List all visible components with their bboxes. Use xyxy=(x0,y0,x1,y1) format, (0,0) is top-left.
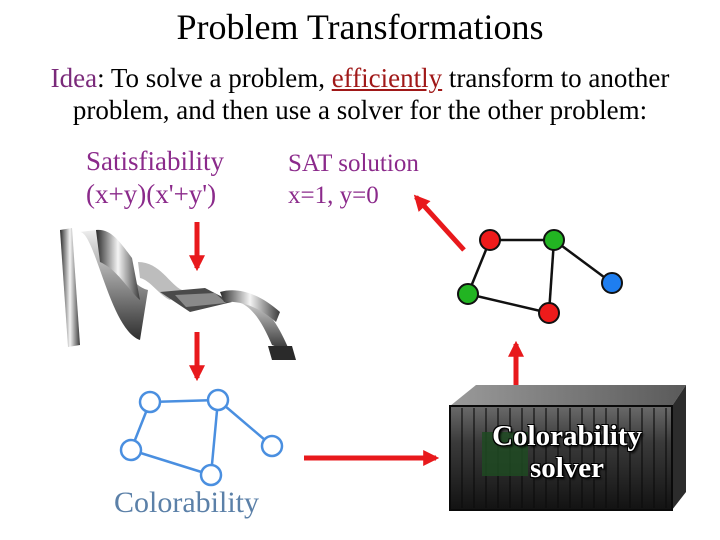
graph-node xyxy=(138,390,162,414)
sat-problem-formula: (x+y)(x'+y') xyxy=(86,179,217,209)
sat-problem-title: Satisfiability xyxy=(86,146,224,176)
graph-edge xyxy=(547,239,556,314)
graph-edge xyxy=(217,399,273,447)
graph-node-red xyxy=(479,229,501,251)
graph-node-green xyxy=(543,229,565,251)
idea-text-2: transform to another problem, and then u… xyxy=(72,63,670,125)
container-logo xyxy=(482,432,528,476)
graph-edge xyxy=(209,399,220,476)
graph-edge xyxy=(149,398,219,404)
graph-node xyxy=(119,438,143,462)
graph-node xyxy=(199,463,223,487)
idea-text-1: : To solve a problem, xyxy=(97,63,332,93)
colorability-input-graph xyxy=(119,388,284,487)
solver-container-graphic xyxy=(449,385,686,511)
graph-node-red xyxy=(538,302,560,324)
graph-node-blue xyxy=(601,272,623,294)
graph-edge xyxy=(467,292,550,315)
sat-solution-values: x=1, y=0 xyxy=(288,182,379,209)
sat-solution-label: SAT solution x=1, y=0 xyxy=(288,148,419,212)
colored-solution-graph xyxy=(457,229,623,324)
idea-paragraph: Idea: To solve a problem, efficiently tr… xyxy=(0,62,720,126)
sat-problem-label: Satisfiability (x+y)(x'+y') xyxy=(86,145,224,211)
graph-node xyxy=(260,434,284,458)
graph-edge xyxy=(553,238,613,285)
idea-label: Idea xyxy=(50,63,98,93)
slide-title: Problem Transformations xyxy=(176,7,544,47)
graph-node-green xyxy=(457,283,479,305)
graph-edge xyxy=(130,448,212,477)
solver-label: Colorability solver xyxy=(460,420,674,484)
idea-emphasis: efficiently xyxy=(331,63,443,93)
sat-solution-title: SAT solution xyxy=(288,150,419,177)
colorability-label: Colorability xyxy=(114,486,259,519)
graph-node xyxy=(206,388,230,412)
solver-label-line2: solver xyxy=(529,452,605,484)
transformation-machine-graphic xyxy=(60,228,296,360)
arrow-coloring-to-sat-solution xyxy=(413,194,466,252)
solver-label-line1: Colorability xyxy=(492,420,642,452)
